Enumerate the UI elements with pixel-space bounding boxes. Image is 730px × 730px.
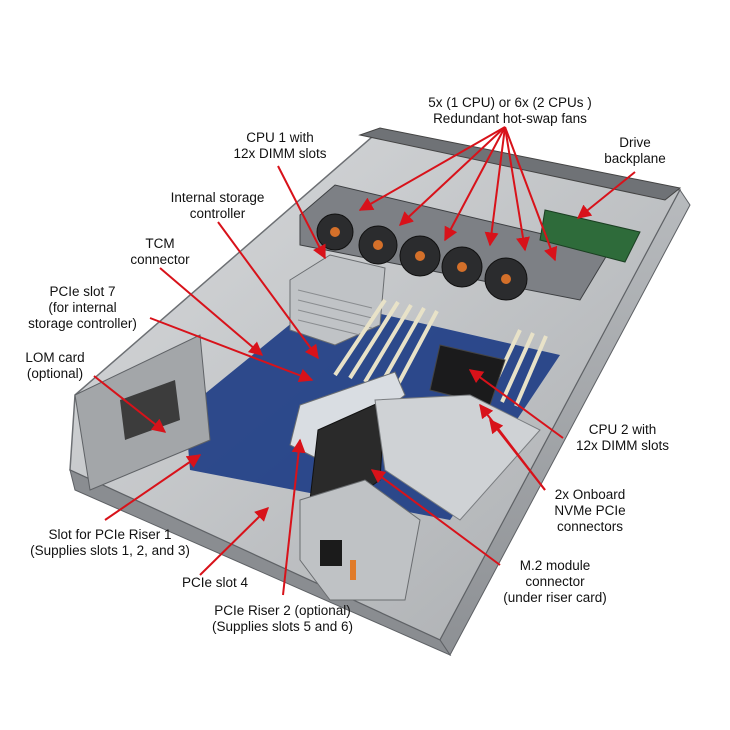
label-tcm: TCM connector: [130, 236, 190, 267]
label-drive-backplane: Drive backplane: [604, 135, 666, 166]
callout-arrows: [93, 126, 636, 596]
label-internal-storage: Internal storage controller: [170, 190, 265, 221]
label-fans: 5x (1 CPU) or 6x (2 CPUs ) Redundant hot…: [428, 95, 592, 126]
psu-latch: [350, 560, 356, 580]
fan-wall: [299, 184, 611, 301]
label-riser-2: PCIe Riser 2 (optional) (Supplies slots …: [211, 603, 354, 634]
drive-backplane-board: [539, 209, 641, 263]
label-riser-1: Slot for PCIe Riser 1 (Supplies slots 1,…: [30, 527, 190, 558]
drive-bay: [358, 127, 682, 201]
psu: [299, 479, 421, 601]
label-m2: M.2 module connector (under riser card): [503, 558, 607, 605]
label-pcie-slot-7: PCIe slot 7 (for internal storage contro…: [28, 284, 137, 331]
label-cpu2: CPU 2 with 12x DIMM slots: [575, 422, 670, 453]
chassis-front-wall: [69, 469, 452, 657]
label-cpu1: CPU 1 with 12x DIMM slots: [233, 130, 327, 161]
label-pcie-slot-4: PCIe slot 4: [181, 575, 249, 590]
psu-connector: [320, 540, 342, 566]
label-nvme: 2x Onboard NVMe PCIe connectors: [554, 487, 626, 534]
label-lom: LOM card (optional): [25, 350, 85, 381]
